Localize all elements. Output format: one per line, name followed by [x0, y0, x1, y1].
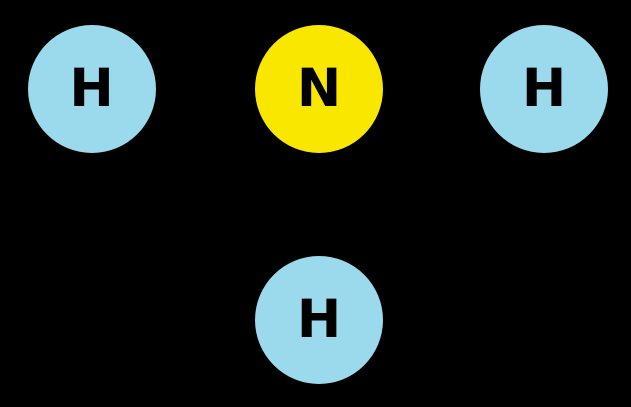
atom-label-h-left: H — [69, 58, 114, 119]
atom-node-hydrogen-bottom[interactable]: H — [255, 255, 383, 384]
atom-node-nitrogen-center[interactable]: N — [255, 24, 383, 153]
atom-node-hydrogen-left[interactable]: H — [27, 24, 156, 153]
atom-node-hydrogen-right[interactable]: H — [480, 24, 608, 153]
atom-label-n-center: N — [296, 58, 342, 119]
atom-label-h-right: H — [521, 58, 567, 119]
atom-label-h-bottom: H — [296, 289, 342, 350]
